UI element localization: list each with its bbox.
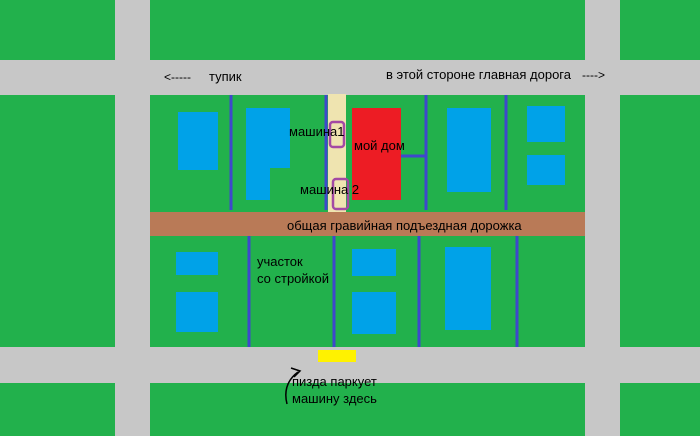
parker-label-line2: машину здесь (292, 391, 377, 406)
car2-label: машина 2 (300, 182, 359, 197)
buildings-top (178, 106, 565, 200)
building (176, 252, 218, 275)
building (527, 106, 565, 142)
fences-bottom (247, 236, 519, 347)
grass-block (620, 0, 700, 60)
buildings-bottom (176, 247, 491, 334)
parker-label-line1: пизда паркует (292, 374, 377, 389)
gravel-access-road (150, 212, 585, 236)
pointer-arrow-head (290, 367, 302, 378)
building (527, 155, 565, 185)
my-house-label: мой дом (354, 138, 405, 153)
building (447, 108, 491, 192)
grass-block (0, 383, 115, 436)
grass-block (620, 383, 700, 436)
grass-block (150, 0, 585, 60)
right-arrow-label: ----> (582, 68, 605, 82)
construction-label-line2: со стройкой (257, 271, 329, 286)
grass-block (150, 383, 585, 436)
construction-label-line1: участок (257, 254, 303, 269)
dead-end-label: тупик (209, 69, 242, 84)
building (178, 112, 218, 170)
building (246, 108, 290, 200)
building (445, 247, 491, 330)
car1-label: машина1 (289, 124, 345, 139)
building (352, 249, 396, 276)
fences-top (229, 95, 508, 210)
gravel-road-label: общая гравийная подъездная дорожка (287, 218, 522, 233)
grass-block (0, 95, 115, 347)
grass-block (620, 95, 700, 347)
pointer-arrow (285, 371, 299, 405)
building (352, 292, 396, 334)
car-1 (328, 120, 346, 149)
grass-block (0, 0, 115, 60)
left-arrow-label: <----- (164, 70, 191, 84)
parked-car (318, 350, 356, 362)
my-house (352, 108, 401, 200)
building (176, 292, 218, 332)
car-2 (331, 177, 350, 211)
main-road-label: в этой стороне главная дорога (386, 67, 572, 82)
